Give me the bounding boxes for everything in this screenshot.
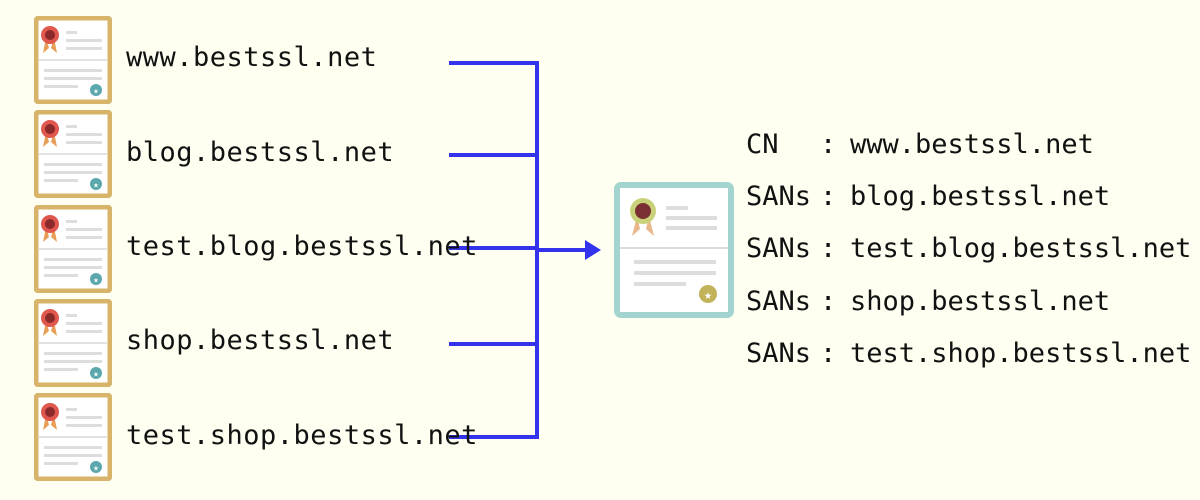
domain-label: www.bestssl.net — [126, 42, 378, 73]
svg-text:★: ★ — [93, 181, 99, 191]
entry-key: SANs — [746, 181, 812, 212]
entry-key: CN — [746, 129, 779, 160]
certificate-icon: ★ — [34, 393, 112, 481]
domain-label: blog.bestssl.net — [126, 137, 395, 168]
svg-text:★: ★ — [93, 464, 99, 474]
entry-value: blog.bestssl.net — [850, 181, 1111, 212]
svg-text:★: ★ — [704, 288, 712, 303]
entry-separator: : — [820, 338, 837, 369]
certificate-icon: ★ — [34, 16, 112, 104]
entry-key: SANs — [746, 233, 812, 264]
svg-text:★: ★ — [93, 87, 99, 97]
entry-key: SANs — [746, 286, 812, 317]
domain-label: shop.bestssl.net — [126, 325, 395, 356]
multi-domain-certificate-icon: ★ — [614, 182, 734, 318]
certificate-icon: ★ — [34, 205, 112, 293]
arrow-head-icon — [585, 240, 601, 260]
svg-text:★: ★ — [93, 370, 99, 380]
entry-separator: : — [820, 233, 837, 264]
entry-separator: : — [820, 181, 837, 212]
entry-key: SANs — [746, 338, 812, 369]
domain-label: test.shop.bestssl.net — [126, 420, 478, 451]
entry-value: test.blog.bestssl.net — [850, 233, 1192, 264]
entry-value: shop.bestssl.net — [850, 286, 1111, 317]
svg-text:★: ★ — [93, 276, 99, 286]
entry-separator: : — [820, 129, 837, 160]
certificate-icon: ★ — [34, 299, 112, 387]
domain-label: test.blog.bestssl.net — [126, 231, 478, 262]
certificate-icon: ★ — [34, 110, 112, 198]
entry-separator: : — [820, 286, 837, 317]
entry-value: www.bestssl.net — [850, 129, 1094, 160]
entry-value: test.shop.bestssl.net — [850, 338, 1192, 369]
